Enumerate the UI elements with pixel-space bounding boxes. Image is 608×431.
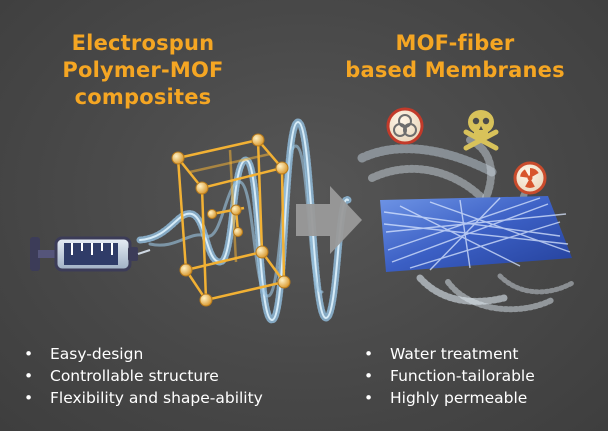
left-title: Electrospun Polymer-MOF composites [18,30,268,111]
list-item: Function-tailorable [362,365,535,387]
list-item: Easy-design [22,343,263,365]
filtered-streams [416,273,577,313]
skull-crossbones-icon [463,110,499,151]
list-item: Controllable structure [22,365,263,387]
right-title-line: MOF-fiber [395,31,515,55]
biohazard-icon [386,107,424,145]
mof-cube-icon [171,133,291,307]
left-title-line: Polymer-MOF [62,58,224,82]
right-title-line: based Membranes [345,58,565,82]
spun-fiber-wave [136,118,352,324]
right-feature-list: Water treatment Function-tailorable High… [362,343,535,409]
list-item: Water treatment [362,343,535,365]
fiber-membrane [380,196,572,272]
list-item: Highly permeable [362,387,535,409]
left-title-line: Electrospun [71,31,215,55]
left-feature-list: Easy-design Controllable structure Flexi… [22,343,263,409]
radiation-icon [513,161,547,195]
arrow-right-icon [296,186,362,254]
right-title: MOF-fiber based Membranes [330,30,580,84]
syringe-icon [30,236,151,272]
list-item: Flexibility and shape-ability [22,387,263,409]
left-title-line: composites [74,85,212,109]
